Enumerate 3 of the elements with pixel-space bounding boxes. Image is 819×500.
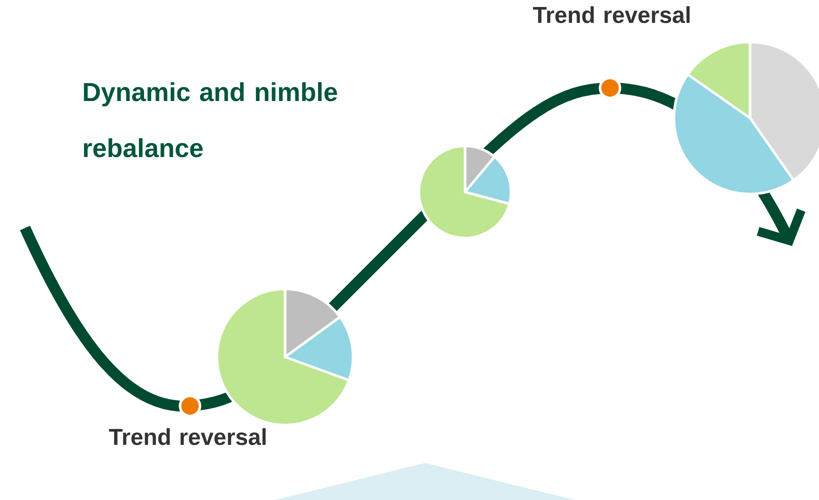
callout-text: Trend reversal	[533, 6, 690, 24]
headline-text: Dynamic and nimble rebalance	[84, 82, 338, 158]
callout-text: Trend reversal	[109, 428, 266, 446]
